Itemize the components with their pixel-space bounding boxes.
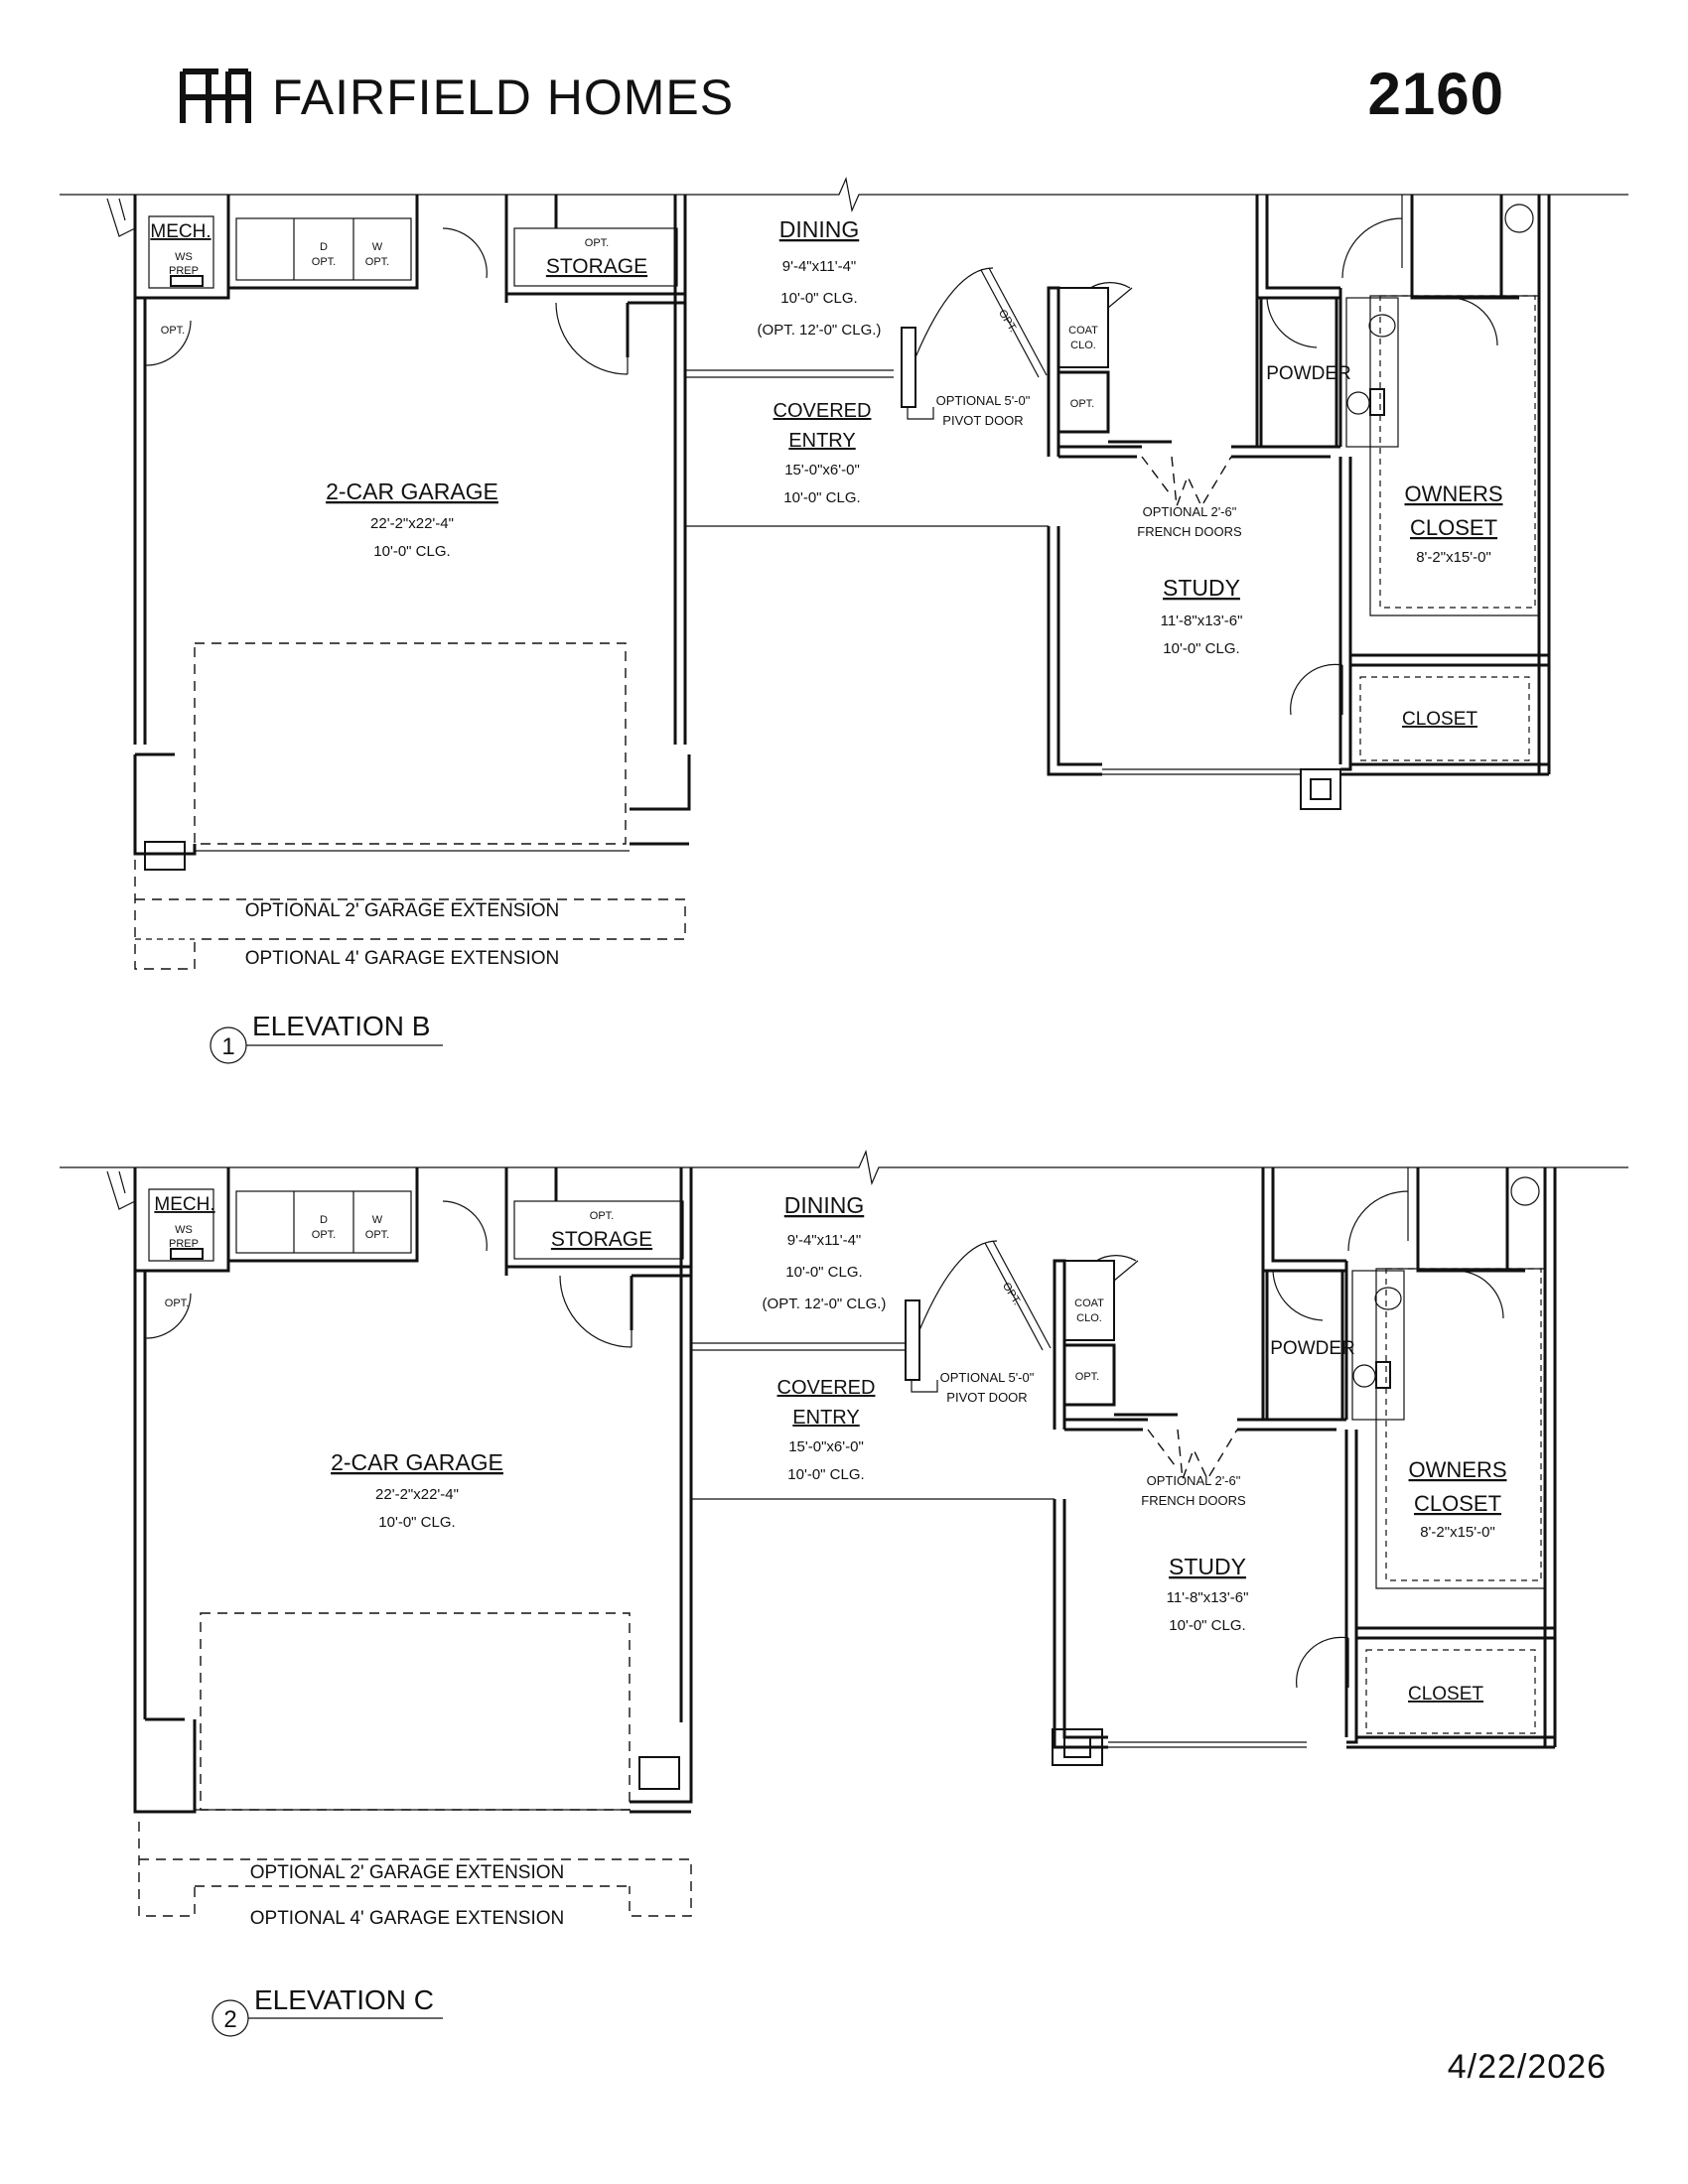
garage-dimension: 22'-2"x22'-4": [375, 1486, 459, 1503]
study-label: STUDY: [1163, 575, 1240, 601]
coat-closet-label-2: CLO.: [1076, 1312, 1102, 1324]
owners-closet-dimension: 8'-2"x15'-0": [1416, 549, 1491, 566]
elevation-name: ELEVATION C: [254, 1984, 434, 2015]
french-doors-label-1: OPTIONAL 2'-6": [1143, 504, 1237, 519]
garage-ceiling: 10'-0" CLG.: [373, 543, 450, 560]
garage-extension-4-label: OPTIONAL 4' GARAGE EXTENSION: [250, 1908, 565, 1929]
elevation-title: 1 ELEVATION B: [210, 1011, 443, 1064]
garage-dimension: 22'-2"x22'-4": [370, 515, 454, 532]
dining-optional-ceiling: (OPT. 12'-0" CLG.): [763, 1296, 887, 1312]
coat-closet-label-1: COAT: [1074, 1297, 1104, 1309]
garage-extension-2-label: OPTIONAL 2' GARAGE EXTENSION: [245, 900, 560, 921]
dryer-label: D: [320, 241, 328, 253]
powder-label: POWDER: [1266, 363, 1351, 384]
mech-label: MECH.: [150, 221, 211, 242]
dining-ceiling: 10'-0" CLG.: [780, 290, 857, 307]
coat-opt-label: OPT.: [1070, 398, 1094, 410]
washer-opt-label: OPT.: [365, 1229, 389, 1241]
dining-dimension: 9'-4"x11'-4": [787, 1232, 861, 1249]
washer-label: W: [372, 1214, 383, 1226]
study-dimension: 11'-8"x13'-6": [1161, 613, 1243, 629]
garage-opt-label: OPT.: [165, 1297, 189, 1309]
brand-header: FAIRFIELD HOMES: [179, 68, 734, 127]
study-dimension: 11'-8"x13'-6": [1167, 1589, 1249, 1606]
covered-entry-ceiling: 10'-0" CLG.: [787, 1466, 864, 1483]
elevation-title: 2 ELEVATION C: [211, 1984, 443, 2037]
owners-closet-label-2: CLOSET: [1414, 1491, 1501, 1516]
storage-label: STORAGE: [546, 255, 647, 278]
closet-label: CLOSET: [1408, 1684, 1483, 1705]
storage-opt-label: OPT.: [590, 1210, 614, 1222]
prep-label: PREP: [169, 1238, 199, 1250]
owners-closet-label-1: OWNERS: [1405, 481, 1503, 506]
garage-ceiling: 10'-0" CLG.: [378, 1514, 455, 1531]
mech-label: MECH.: [154, 1194, 214, 1215]
covered-entry-label-1: COVERED: [774, 400, 872, 422]
plan-linework: [60, 176, 1628, 970]
dryer-opt-label: OPT.: [312, 256, 336, 268]
powder-label: POWDER: [1270, 1338, 1355, 1359]
plan-number: 2160: [1367, 61, 1504, 127]
covered-entry-dimension: 15'-0"x6'-0": [784, 462, 860, 478]
french-doors-label-2: FRENCH DOORS: [1141, 1493, 1246, 1508]
pivot-opt-label: OPT.: [996, 308, 1019, 335]
storage-opt-label: OPT.: [585, 237, 609, 249]
owners-closet-label-2: CLOSET: [1410, 515, 1497, 540]
washer-opt-label: OPT.: [365, 256, 389, 268]
prep-label: PREP: [169, 265, 199, 277]
study-ceiling: 10'-0" CLG.: [1169, 1617, 1245, 1634]
pivot-opt-label: OPT.: [1000, 1281, 1023, 1307]
coat-closet-label-2: CLO.: [1070, 340, 1096, 351]
pivot-door-label-2: PIVOT DOOR: [942, 413, 1023, 428]
floor-plan-elevation-c: MECH. WS PREP D OPT. W OPT. OPT. OPT. ST…: [60, 1149, 1628, 2037]
coat-closet-label-1: COAT: [1068, 325, 1098, 337]
closet-label: CLOSET: [1402, 709, 1477, 730]
covered-entry-dimension: 15'-0"x6'-0": [788, 1438, 864, 1455]
room-labels: MECH. WS PREP D OPT. W OPT. OPT. OPT. ST…: [150, 216, 1502, 969]
coat-opt-label: OPT.: [1075, 1371, 1099, 1383]
study-label: STUDY: [1169, 1554, 1246, 1579]
dining-dimension: 9'-4"x11'-4": [782, 258, 856, 275]
fh-monogram-icon: [180, 68, 251, 123]
owners-closet-dimension: 8'-2"x15'-0": [1420, 1524, 1495, 1541]
storage-label: STORAGE: [551, 1228, 652, 1251]
room-labels: MECH. WS PREP D OPT. W OPT. OPT. OPT. ST…: [154, 1192, 1506, 1929]
french-doors-label-2: FRENCH DOORS: [1137, 524, 1242, 539]
pivot-door-label-1: OPTIONAL 5'-0": [940, 1370, 1035, 1385]
owners-closet-label-1: OWNERS: [1409, 1457, 1507, 1482]
garage-extension-2-label: OPTIONAL 2' GARAGE EXTENSION: [250, 1862, 565, 1883]
ws-label: WS: [175, 1224, 193, 1236]
pivot-door-label-1: OPTIONAL 5'-0": [936, 393, 1031, 408]
ws-label: WS: [175, 251, 193, 263]
elevation-number: 2: [223, 2006, 236, 2033]
garage-label: 2-CAR GARAGE: [331, 1449, 503, 1475]
garage-extension-4-label: OPTIONAL 4' GARAGE EXTENSION: [245, 948, 560, 969]
covered-entry-ceiling: 10'-0" CLG.: [783, 489, 860, 506]
garage-opt-label: OPT.: [161, 325, 185, 337]
dining-label: DINING: [779, 216, 860, 242]
covered-entry-label-2: ENTRY: [788, 430, 855, 452]
elevation-number: 1: [221, 1033, 234, 1060]
french-doors-label-1: OPTIONAL 2'-6": [1147, 1473, 1241, 1488]
covered-entry-label-1: COVERED: [777, 1377, 876, 1399]
covered-entry-label-2: ENTRY: [792, 1407, 859, 1429]
dining-optional-ceiling: (OPT. 12'-0" CLG.): [758, 322, 882, 339]
brand-name: FAIRFIELD HOMES: [272, 69, 735, 125]
floor-plan-elevation-b: MECH. WS PREP D OPT. W OPT. OPT. OPT. ST…: [60, 176, 1628, 1064]
pivot-door-label-2: PIVOT DOOR: [946, 1390, 1027, 1405]
dryer-opt-label: OPT.: [312, 1229, 336, 1241]
study-ceiling: 10'-0" CLG.: [1163, 640, 1239, 657]
garage-label: 2-CAR GARAGE: [326, 478, 498, 504]
dining-label: DINING: [784, 1192, 865, 1218]
plan-linework: [60, 1149, 1628, 1917]
dryer-label: D: [320, 1214, 328, 1226]
plan-date: 4/22/2026: [1447, 2048, 1607, 2086]
elevation-name: ELEVATION B: [252, 1011, 430, 1041]
washer-label: W: [372, 241, 383, 253]
dining-ceiling: 10'-0" CLG.: [785, 1264, 862, 1281]
